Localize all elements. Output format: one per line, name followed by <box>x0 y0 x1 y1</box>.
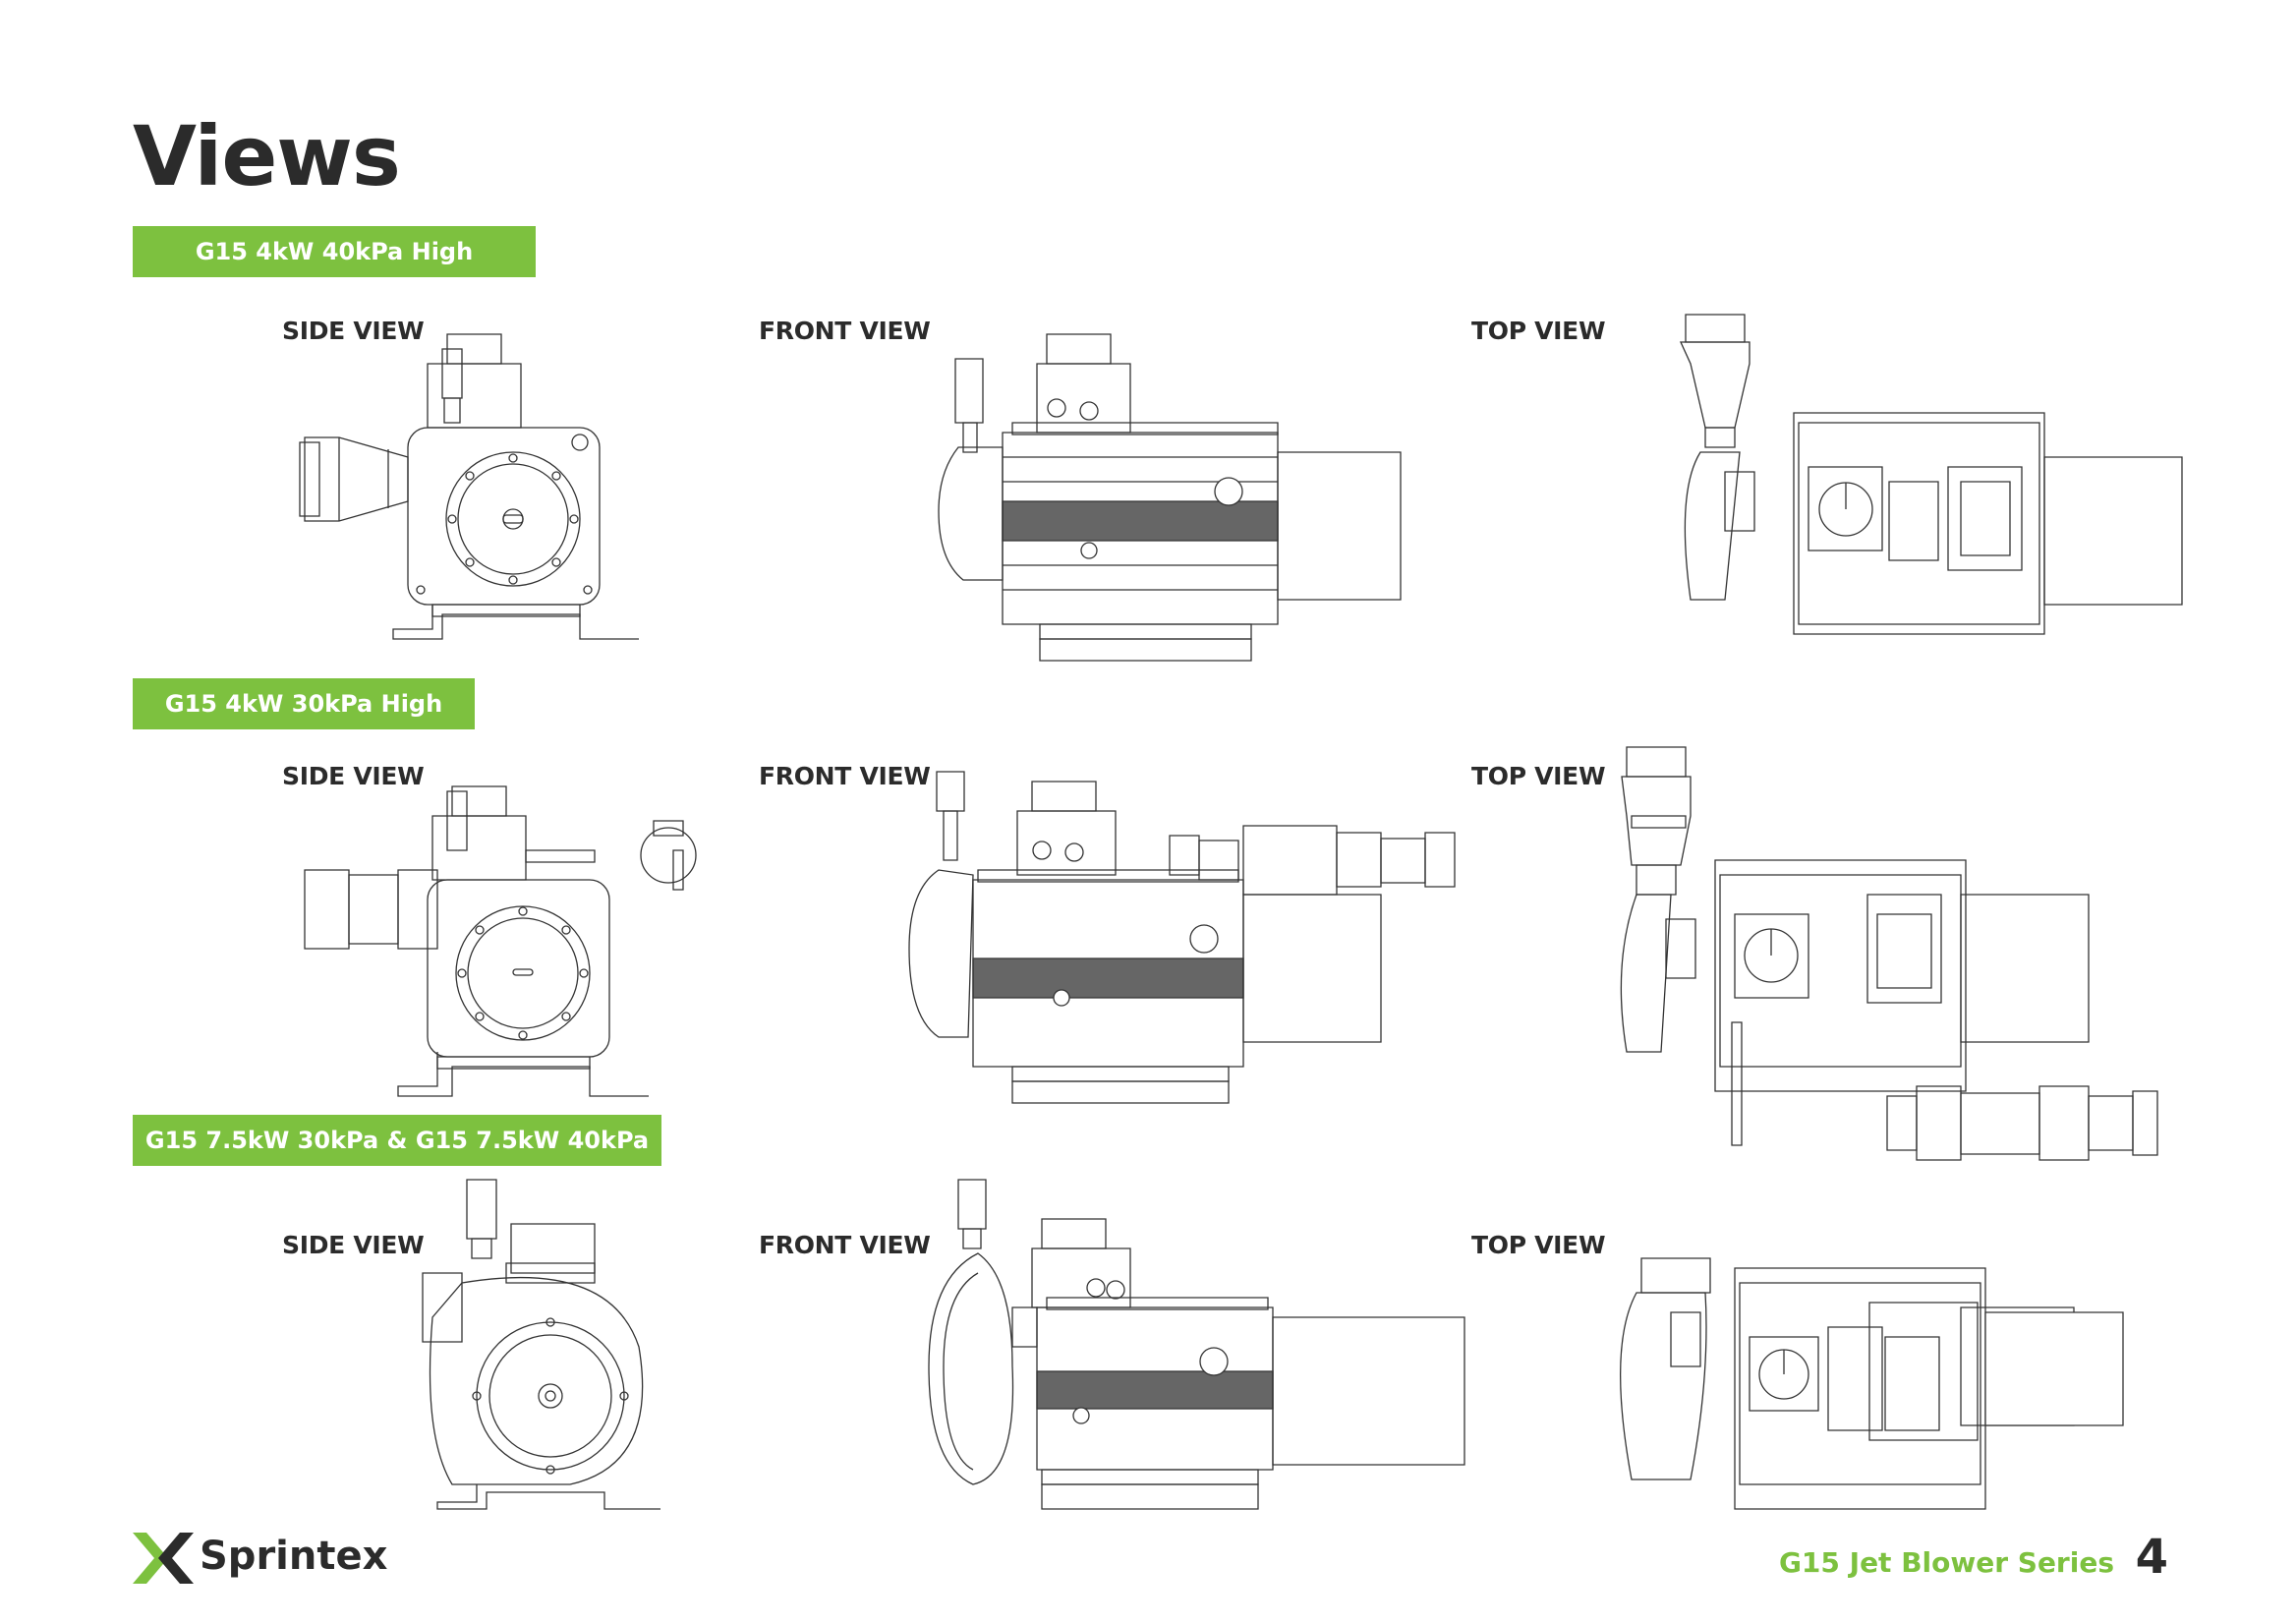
brand-name: Sprintex <box>200 1534 388 1579</box>
side-view-label: SIDE VIEW <box>282 1231 425 1259</box>
front-view-drawing-high-flow <box>899 772 1489 1096</box>
front-view-label: FRONT VIEW <box>759 762 931 790</box>
top-view-label: TOP VIEW <box>1471 317 1606 345</box>
top-view-drawing-high-flow <box>1612 747 2182 1160</box>
top-view-label: TOP VIEW <box>1471 1231 1606 1259</box>
top-view-drawing-high-pressure <box>1671 315 2182 659</box>
page-title: Views <box>133 108 401 204</box>
side-view-label: SIDE VIEW <box>282 762 425 790</box>
top-view-drawing-7-5kw <box>1612 1248 2182 1514</box>
section-tag-high-pressure: G15 4kW 40kPa High Pressure <box>133 226 536 317</box>
section-tag-7-5kw: G15 7.5kW 30kPa & G15 7.5kW 40kPa <box>133 1115 661 1166</box>
front-view-label: FRONT VIEW <box>759 317 931 345</box>
page-number: 4 <box>2135 1530 2168 1585</box>
front-view-label: FRONT VIEW <box>759 1231 931 1259</box>
side-view-drawing-7-5kw <box>413 1180 668 1509</box>
section-tag-high-flow: G15 4kW 30kPa High Flow <box>133 678 475 769</box>
side-view-drawing-high-pressure <box>295 329 619 649</box>
side-view-label: SIDE VIEW <box>282 317 425 345</box>
series-name: G15 Jet Blower Series <box>1778 1546 2114 1579</box>
top-view-label: TOP VIEW <box>1471 762 1606 790</box>
front-view-drawing-7-5kw <box>909 1180 1469 1509</box>
side-view-drawing-high-flow <box>295 777 718 1096</box>
front-view-drawing-high-pressure <box>924 324 1415 649</box>
sprintex-logo-icon <box>133 1533 194 1584</box>
